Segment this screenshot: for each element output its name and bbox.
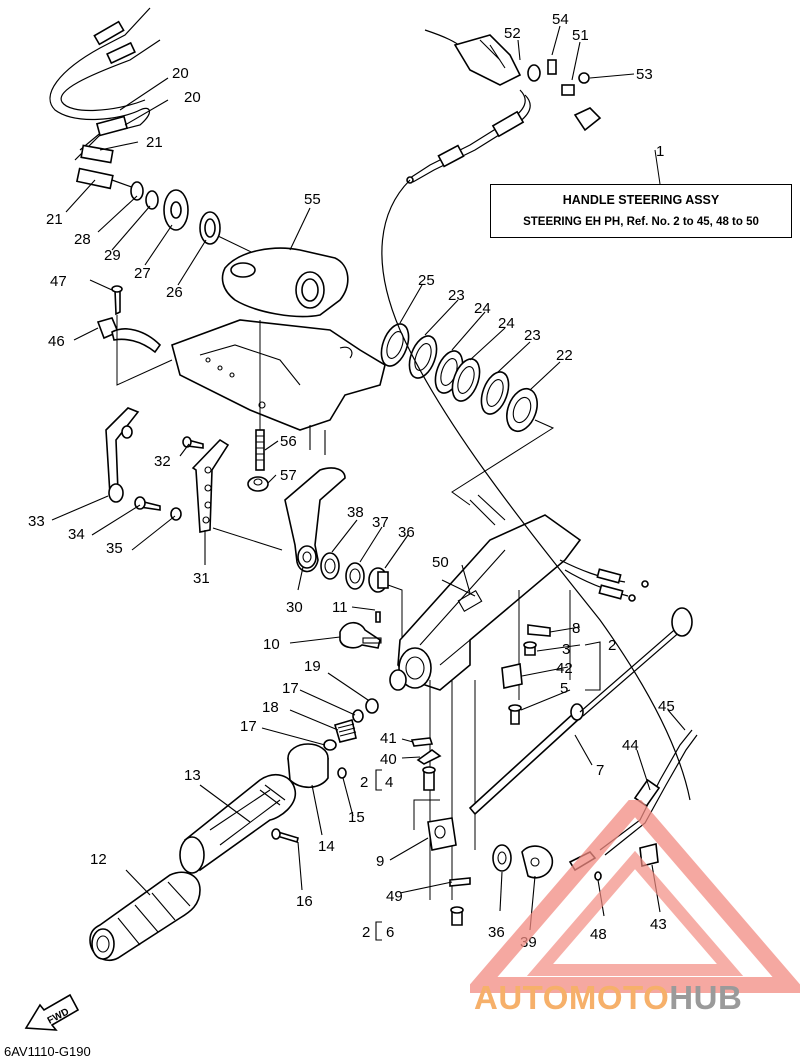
callout-20: 20 (172, 65, 189, 82)
leader-lines (51, 25, 686, 941)
callout-40: 40 (380, 751, 397, 768)
callout-34: 34 (68, 526, 85, 543)
clip-46-bolt-47 (96, 285, 173, 386)
callout-16: 16 (296, 893, 313, 910)
callout-9: 9 (376, 853, 384, 870)
callout-26: 26 (166, 284, 183, 301)
callout-2: 2 (362, 924, 370, 941)
friction-knob-10 (339, 611, 382, 649)
assembly-title: HANDLE STEERING ASSY (562, 193, 720, 207)
callout-36: 36 (488, 924, 505, 941)
callout-13: 13 (184, 767, 201, 784)
callout-39: 39 (520, 934, 537, 951)
remote-control-assy (381, 29, 691, 801)
callout-17: 17 (282, 680, 299, 697)
callout-11: 11 (332, 599, 348, 616)
callout-22: 22 (556, 347, 573, 364)
diagram-code: 6AV1110-G190 (4, 1044, 91, 1059)
callout-33: 33 (28, 513, 45, 530)
callout-38: 38 (347, 504, 364, 521)
callout-10: 10 (263, 636, 280, 653)
callout-44: 44 (622, 737, 639, 754)
small-parts-3-8 (501, 624, 551, 725)
callout-31: 31 (193, 570, 210, 587)
callout-52: 52 (504, 25, 521, 42)
callout-35: 35 (106, 540, 123, 557)
small-parts-4-49 (410, 737, 471, 926)
callout-36: 36 (398, 524, 415, 541)
callout-7: 7 (596, 762, 604, 779)
callout-56: 56 (280, 433, 297, 450)
callout-21: 21 (146, 134, 163, 151)
callout-49: 49 (386, 888, 403, 905)
callout-20: 20 (184, 89, 201, 106)
callout-5: 5 (560, 680, 568, 697)
callout-24: 24 (474, 300, 491, 317)
callout-12: 12 (90, 851, 107, 868)
handle-grip-12 (89, 871, 201, 962)
callout-50: 50 (432, 554, 449, 571)
callout-48: 48 (590, 926, 607, 943)
callout-18: 18 (262, 699, 279, 716)
callout-41: 41 (380, 730, 397, 747)
throttle-grip-13 (179, 774, 296, 874)
callout-55: 55 (304, 191, 321, 208)
callout-1: 1 (656, 143, 664, 160)
callout-51: 51 (572, 27, 589, 44)
callout-46: 46 (48, 333, 65, 350)
callout-45: 45 (658, 698, 675, 715)
friction-lever-30 (284, 467, 346, 573)
callout-4: 4 (385, 774, 393, 791)
callout-29: 29 (104, 247, 121, 264)
callout-2: 2 (608, 637, 616, 654)
callout-15: 15 (348, 809, 365, 826)
callout-17: 17 (240, 718, 257, 735)
callout-37: 37 (372, 514, 389, 531)
fwd-arrow: FWD (24, 993, 80, 1031)
callout-23: 23 (448, 287, 465, 304)
callout-32: 32 (154, 453, 171, 470)
callout-25: 25 (418, 272, 435, 289)
throttle-cable-7 (468, 607, 693, 816)
callout-8: 8 (572, 620, 580, 637)
callout-27: 27 (134, 265, 151, 282)
callout-28: 28 (74, 231, 91, 248)
spring-parts-17-19 (323, 698, 379, 751)
callout-labels: 1 2 2 2 3 4 5 6 7 8 9 10 11 12 13 14 15 … (28, 11, 675, 951)
steering-bracket-55 (171, 247, 386, 455)
callout-24: 24 (498, 315, 515, 332)
callout-54: 54 (552, 11, 569, 28)
callout-47: 47 (50, 273, 67, 290)
watermark-text: AUTOMOTOHUB (474, 979, 742, 1017)
assembly-reference: STEERING EH PH, Ref. No. 2 to 45, 48 to … (523, 216, 759, 228)
callout-43: 43 (650, 916, 667, 933)
throttle-cables (49, 7, 161, 191)
callout-2: 2 (360, 774, 368, 791)
callout-14: 14 (318, 838, 335, 855)
screw-16 (271, 828, 299, 844)
callout-19: 19 (304, 658, 321, 675)
watermark-part2: HUB (669, 979, 743, 1016)
callout-3: 3 (562, 641, 570, 658)
grip-collar-14 (287, 743, 347, 789)
washers-36-38 (320, 552, 403, 640)
watermark-part1: AUTOMOTO (474, 979, 670, 1016)
callout-57: 57 (280, 467, 297, 484)
callout-30: 30 (286, 599, 303, 616)
callout-53: 53 (636, 66, 653, 83)
assembly-title-box: HANDLE STEERING ASSY STEERING EH PH, Ref… (490, 184, 792, 238)
steering-handle-body-50 (389, 494, 649, 900)
callout-42: 42 (556, 660, 573, 677)
callout-23: 23 (524, 327, 541, 344)
washers-22-25 (380, 323, 555, 506)
callout-21: 21 (46, 211, 63, 228)
callout-6: 6 (386, 924, 394, 941)
stud-56-nut-57 (247, 320, 269, 492)
